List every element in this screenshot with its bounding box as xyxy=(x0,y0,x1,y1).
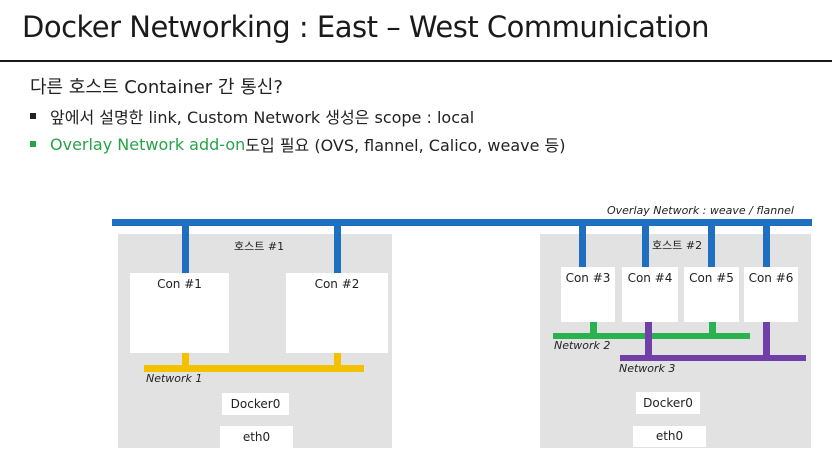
network-2-link-con3 xyxy=(590,322,597,336)
bullet-square-icon xyxy=(30,141,36,147)
network-1-bar xyxy=(144,365,364,372)
overlay-link-con1 xyxy=(182,224,189,274)
container-con5: Con #5 xyxy=(684,267,739,322)
overlay-link-con4 xyxy=(642,224,649,268)
overlay-network-bar xyxy=(112,219,812,226)
network-3-link-con4 xyxy=(645,322,652,358)
bullet-item-1: 앞에서 설명한 link, Custom Network 생성은 scope :… xyxy=(30,104,474,128)
container-con3: Con #3 xyxy=(561,267,615,322)
host-2-docker0: Docker0 xyxy=(636,392,700,414)
bullet-text-2: 도입 필요 (OVS, flannel, Calico, weave 등) xyxy=(245,136,566,155)
bullet-item-2: Overlay Network add-on 도입 필요 (OVS, flann… xyxy=(30,132,566,156)
slide-title: Docker Networking : East – West Communic… xyxy=(22,10,710,44)
overlay-link-con2 xyxy=(334,224,341,274)
host-1-eth0: eth0 xyxy=(220,426,293,448)
network-1-label: Network 1 xyxy=(146,372,203,385)
network-2-link-con5 xyxy=(709,322,716,336)
network-1-link-con1 xyxy=(182,353,189,369)
container-con4: Con #4 xyxy=(622,267,678,322)
overlay-network-label: Overlay Network : weave / flannel xyxy=(607,204,794,217)
host-1-label: 호스트 #1 xyxy=(234,240,285,253)
overlay-link-con6 xyxy=(763,224,770,268)
overlay-link-con5 xyxy=(708,224,715,268)
host-2-eth0: eth0 xyxy=(633,426,706,447)
overlay-link-con3 xyxy=(579,224,586,268)
host-1-docker0: Docker0 xyxy=(222,393,289,415)
host-2-label: 호스트 #2 xyxy=(652,239,703,252)
network-3-link-con6 xyxy=(763,322,770,358)
title-divider xyxy=(0,60,832,62)
network-2-label: Network 2 xyxy=(554,339,611,352)
container-con1: Con #1 xyxy=(130,273,229,353)
subtitle: 다른 호스트 Container 간 통신? xyxy=(30,77,283,98)
bullet-text-1: 앞에서 설명한 link, Custom Network 생성은 scope :… xyxy=(50,108,475,127)
bullet-highlight: Overlay Network add-on xyxy=(50,134,246,154)
network-3-label: Network 3 xyxy=(619,362,676,375)
container-con6: Con #6 xyxy=(744,267,798,322)
network-1-link-con2 xyxy=(334,353,341,369)
bullet-square-icon xyxy=(30,113,36,119)
network-3-bar xyxy=(620,355,806,361)
container-con2: Con #2 xyxy=(286,273,388,353)
